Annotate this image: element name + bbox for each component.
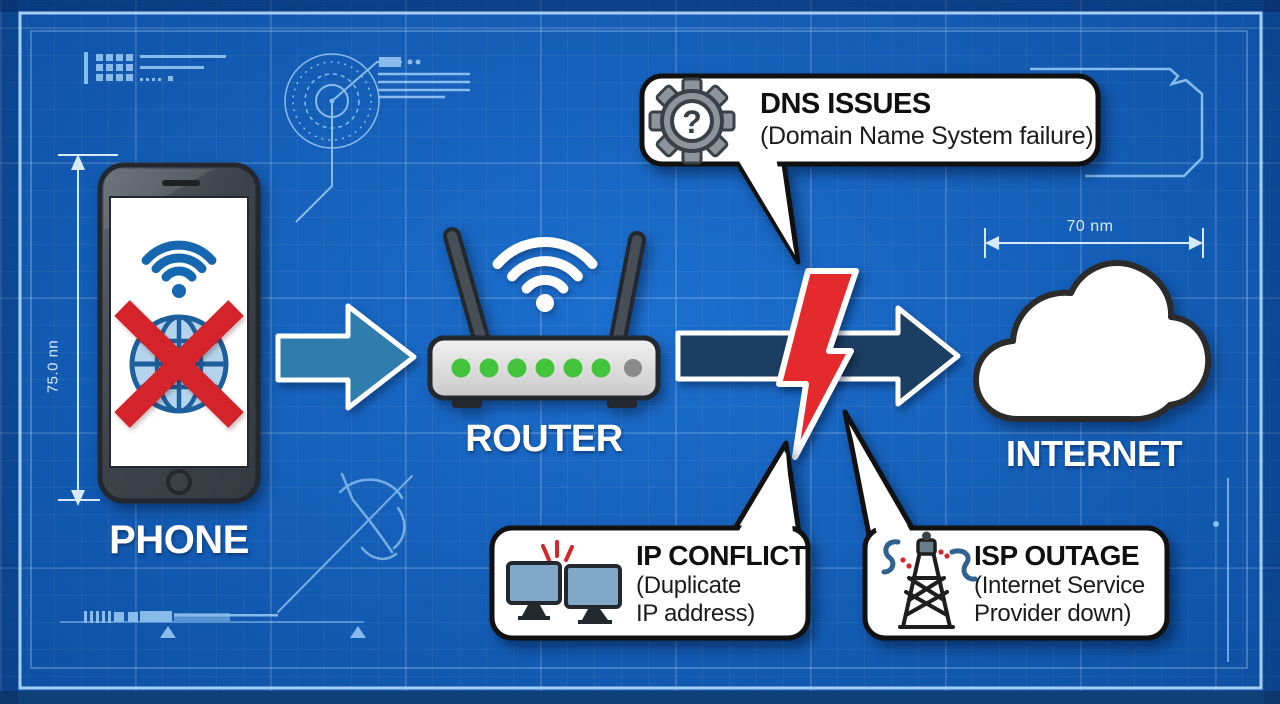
callout-isp-subtitle-line1: (Internet Service — [974, 572, 1145, 599]
internet-label: INTERNET — [1006, 433, 1183, 474]
callout-isp-subtitle-line2: Provider down) — [974, 600, 1132, 627]
dual-monitors-icon — [506, 540, 622, 624]
dimension-label-internet-width: 70 nm — [1066, 218, 1114, 235]
decor-compass-sketch — [277, 472, 413, 613]
arrow-phone-to-router — [275, 303, 417, 411]
phone-home-button-inner — [170, 473, 188, 491]
question-mark-glyph: ? — [682, 104, 702, 140]
decor-bottom-ruler — [60, 611, 366, 638]
router-antenna-right-fill — [613, 235, 642, 343]
callout-isp-outage — [842, 409, 1170, 641]
callout-ip-subtitle-line1: (Duplicate — [636, 572, 742, 599]
decor-target-reticle — [284, 53, 470, 223]
phone-wifi-icon — [141, 240, 217, 298]
phone-speaker — [162, 180, 200, 186]
dimension-phone-height — [58, 154, 118, 506]
callout-ip-box — [489, 525, 811, 641]
callout-ip-subtitle-line2: IP address) — [636, 600, 755, 627]
callout-isp-title: ISP OUTAGE — [974, 540, 1140, 571]
lightning-bolt — [776, 268, 859, 460]
callout-dns-title: DNS ISSUES — [760, 88, 931, 120]
decor-topleft-glyphs — [84, 52, 226, 84]
blueprint-frame — [18, 11, 1263, 690]
router-wifi-icon — [492, 237, 598, 312]
phone-label: PHONE — [109, 518, 249, 562]
callout-dns: ? — [639, 73, 1101, 265]
router-leds — [451, 358, 642, 378]
gear-question-icon: ? — [648, 77, 736, 165]
callout-ip-conflict — [489, 440, 811, 641]
router-label: ROUTER — [465, 418, 623, 460]
internet-cloud — [973, 260, 1212, 423]
router-led-off — [624, 359, 642, 377]
callout-dns-subtitle: (Domain Name System failure) — [760, 122, 1094, 150]
callout-isp-tail-cover — [849, 424, 912, 534]
dimension-label-phone-height: 75.0 nn — [44, 339, 62, 394]
no-connection-x-icon — [114, 300, 244, 428]
callout-dns-tail-cover — [737, 158, 795, 255]
dimension-internet-width — [984, 228, 1204, 258]
router-antenna-left-fill — [447, 231, 486, 343]
callout-ip-tail-cover — [737, 452, 793, 534]
callout-dns-box — [639, 73, 1101, 167]
radio-tower-icon — [881, 531, 978, 629]
decor-topright-panel — [1030, 67, 1229, 662]
router-illustration — [427, 227, 661, 408]
callout-ip-title: IP CONFLICT — [636, 540, 806, 571]
